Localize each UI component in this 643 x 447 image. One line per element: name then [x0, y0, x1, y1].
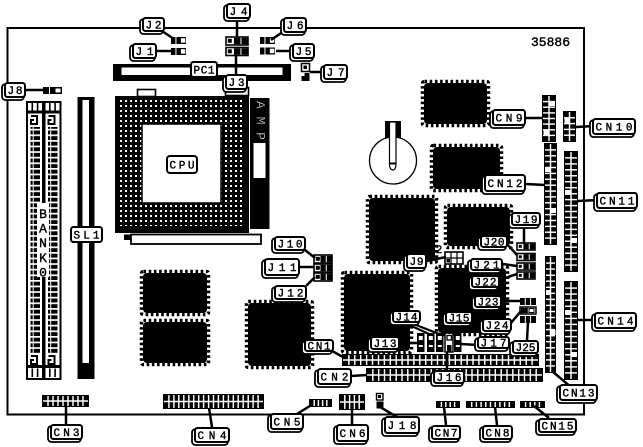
svg-text:C N 1 5: C N 1 5: [542, 422, 574, 434]
svg-text:J 1 5: J 1 5: [449, 314, 470, 326]
svg-text:35886: 35886: [531, 35, 570, 50]
svg-text:J 1 8: J 1 8: [388, 421, 417, 433]
svg-text:C N 1 4: C N 1 4: [598, 317, 634, 329]
svg-text:C N 1: C N 1: [308, 342, 331, 354]
svg-text:A: A: [39, 222, 47, 237]
svg-text:J 9: J 9: [410, 257, 424, 269]
svg-text:N: N: [39, 236, 47, 251]
svg-text:J 1: J 1: [136, 47, 154, 59]
svg-text:J 2 2: J 2 2: [475, 278, 497, 290]
svg-text:J 2 4: J 2 4: [486, 321, 509, 333]
svg-text:B: B: [39, 207, 47, 222]
svg-text:J 5: J 5: [296, 47, 312, 59]
svg-text:J 1 2: J 1 2: [278, 289, 304, 301]
svg-text:J 7: J 7: [327, 68, 345, 80]
svg-text:C N 3: C N 3: [54, 428, 80, 440]
svg-text:A M P: A M P: [253, 101, 268, 140]
svg-text:K: K: [39, 251, 47, 266]
svg-text:J 2 5: J 2 5: [516, 343, 536, 355]
svg-text:C N 9: C N 9: [496, 114, 523, 126]
svg-text:J 2 0: J 2 0: [484, 238, 505, 250]
svg-text:C N 1 2: C N 1 2: [488, 179, 523, 191]
svg-text:P C 1: P C 1: [194, 66, 215, 78]
svg-text:J 1 1: J 1 1: [268, 263, 297, 275]
svg-text:J 3: J 3: [229, 78, 245, 90]
svg-text:0: 0: [39, 265, 47, 280]
svg-text:C N 1 3: C N 1 3: [563, 389, 595, 401]
svg-text:J 2 1: J 2 1: [474, 261, 500, 273]
svg-text:C N 1 0: C N 1 0: [596, 123, 633, 135]
svg-text:C N 5: C N 5: [274, 418, 301, 430]
svg-text:J 2 3: J 2 3: [478, 298, 499, 310]
svg-text:J 1 7: J 1 7: [481, 339, 507, 351]
svg-text:2: 2: [436, 245, 443, 257]
svg-text:J 1 4: J 1 4: [396, 313, 418, 325]
svg-text:C N 6: C N 6: [340, 429, 366, 441]
svg-text:J 1 9: J 1 9: [515, 215, 538, 227]
svg-text:C N 8: C N 8: [486, 429, 510, 441]
svg-text:J 1 6: J 1 6: [437, 373, 462, 385]
svg-text:J 4: J 4: [230, 7, 248, 19]
svg-text:C N 7: C N 7: [435, 429, 458, 441]
svg-text:C P U: C P U: [170, 161, 195, 173]
svg-text:J 6: J 6: [287, 21, 304, 33]
svg-text:J 2: J 2: [146, 21, 162, 33]
svg-text:J 1 0: J 1 0: [278, 240, 303, 252]
svg-text:J 1 3: J 1 3: [374, 339, 397, 351]
svg-text:C N 4: C N 4: [198, 431, 227, 443]
svg-text:S L 1: S L 1: [74, 231, 100, 243]
svg-text:C N 2: C N 2: [321, 373, 349, 385]
svg-text:C N 1 1: C N 1 1: [600, 197, 635, 209]
svg-text:J 8: J 8: [8, 86, 23, 98]
